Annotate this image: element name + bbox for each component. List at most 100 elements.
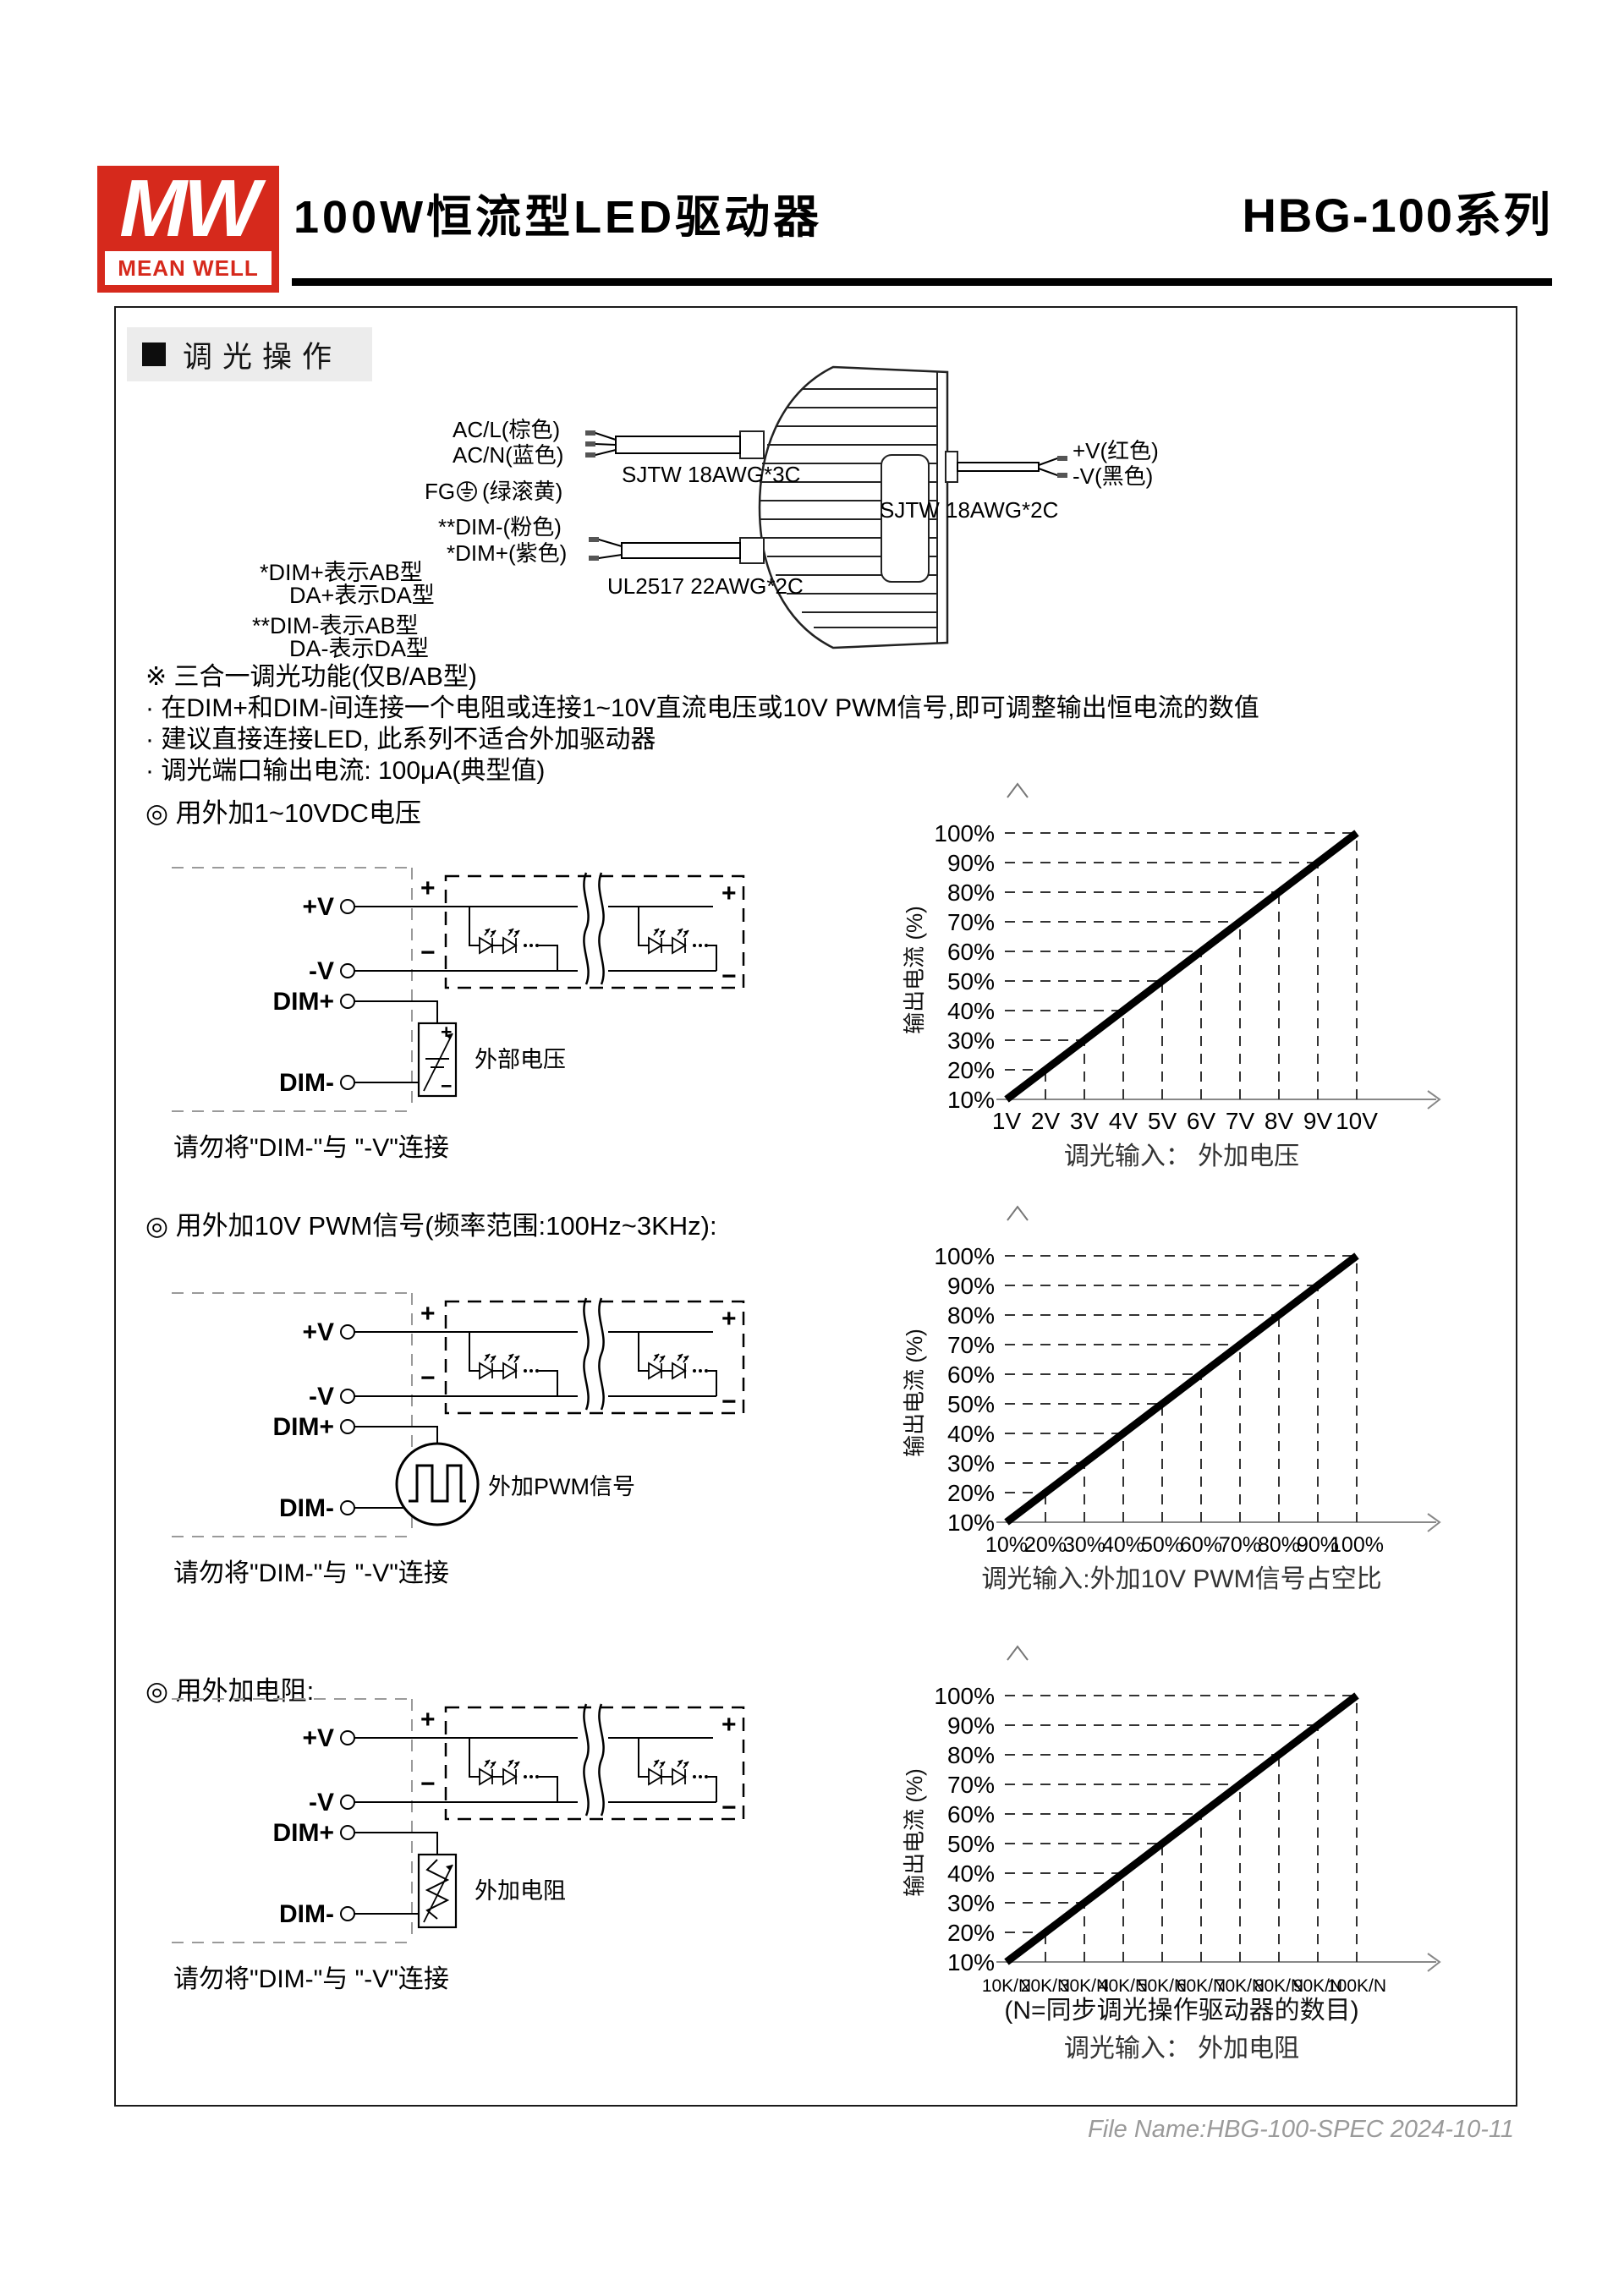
x-tick-label: 4V: [1109, 1108, 1138, 1134]
section-bullet-square: [142, 342, 166, 366]
x-tick-label: 8V: [1265, 1108, 1294, 1134]
x-tick-label: 50%: [1141, 1533, 1183, 1557]
y-axis-arrow: [1007, 782, 1029, 798]
polarity-plus: +: [420, 874, 436, 902]
x-tick-label: 40K/N: [1099, 1976, 1148, 1996]
label-cable-dim: UL2517 22AWG*2C: [607, 573, 804, 599]
polarity-minus-right: −: [721, 962, 737, 990]
terminal-dim-minus: [340, 1075, 355, 1090]
x-axis-caption: 调光输入： 外加电阻: [1064, 2035, 1299, 2063]
x-tick-label: 90K/N: [1293, 1976, 1342, 1996]
y-tick-label: 70%: [947, 1772, 995, 1798]
logo-band: MEAN WELL: [105, 251, 272, 285]
y-tick-label: 10%: [947, 1510, 995, 1536]
label-fg: FG: [425, 479, 455, 504]
y-axis-title: 输出电流 (%): [902, 1329, 927, 1457]
file-name-footer: File Name:HBG-100-SPEC 2024-10-11: [1088, 2116, 1514, 2143]
y-tick-label: 30%: [947, 1450, 995, 1477]
y-tick-label: 90%: [947, 1273, 995, 1299]
x-tick-label: 2V: [1031, 1108, 1061, 1134]
x-tick-label: 70%: [1219, 1533, 1261, 1557]
external-resistor-symbol: [417, 1853, 458, 1929]
x-tick-label: 60%: [1180, 1533, 1222, 1557]
cable-gland-dim: [739, 537, 765, 564]
x-axis-arrow: [1427, 1953, 1441, 1972]
y-tick-label: 20%: [947, 1480, 995, 1506]
y-tick-label: 20%: [947, 1920, 995, 1946]
circuit-external-resistor: +V -V DIM+ DIM- + − + − 外加电阻: [165, 1687, 757, 1968]
polarity-minus: −: [420, 1770, 436, 1798]
external-voltage-source-symbol: + −: [417, 1021, 458, 1098]
terminal-label-dim-plus: DIM+: [272, 988, 334, 1016]
section-title: 调光操作: [183, 340, 343, 374]
terminal-v-plus: [340, 899, 355, 914]
output-cable: [957, 456, 1067, 478]
x-tick-label: 7V: [1226, 1108, 1255, 1134]
feature-bullet: · 调光端口输出电流: 100μA(典型值): [145, 757, 546, 785]
note-da-plus: DA+表示DA型: [289, 583, 435, 608]
terminal-v-plus: [340, 1730, 355, 1745]
terminal-label-v-minus: -V: [309, 1383, 334, 1411]
terminal-dim-plus: [340, 994, 355, 1009]
label-cable-out: SJTW 18AWG*2C: [880, 497, 1058, 523]
method-heading-vdc: ◎ 用外加1~10VDC电压: [145, 798, 421, 828]
x-tick-label: 20K/N: [1021, 1976, 1070, 1996]
terminal-dim-minus: [340, 1500, 355, 1515]
x-tick-label: 20%: [1024, 1533, 1067, 1557]
source-label: 外加PWM信号: [488, 1474, 635, 1499]
y-tick-label: 10%: [947, 1087, 995, 1113]
terminal-v-plus: [340, 1324, 355, 1340]
section-header-dimming-operation: 调光操作: [127, 327, 373, 381]
label-dim-minus: **DIM-(粉色): [438, 514, 562, 540]
method-heading-resistor: ◎ 用外加电阻:: [145, 1676, 315, 1706]
x-tick-label: 100K/N: [1327, 1976, 1386, 1996]
terminal-label-dim-minus: DIM-: [279, 1069, 334, 1097]
x-tick-label: 40%: [1102, 1533, 1144, 1557]
y-axis-title: 输出电流 (%): [902, 1768, 927, 1897]
terminal-label-dim-plus: DIM+: [272, 1819, 334, 1847]
chart-output-current-vs-voltage: 输出电流 (%)10%20%30%40%50%60%70%80%90%100%1…: [888, 748, 1463, 1175]
note-da-minus: DA-表示DA型: [289, 636, 429, 661]
ac-input-cable: [585, 430, 741, 458]
y-tick-label: 10%: [947, 1949, 995, 1975]
x-axis-arrow: [1427, 1090, 1441, 1110]
dimming-curve: [1004, 1692, 1359, 1965]
y-tick-label: 40%: [947, 1421, 995, 1447]
terminal-label-dim-minus: DIM-: [279, 1494, 334, 1522]
y-tick-label: 30%: [947, 1890, 995, 1916]
polarity-plus-right: +: [721, 1711, 737, 1739]
x-tick-label: 5V: [1148, 1108, 1177, 1134]
label-ac-l: AC/L(棕色): [453, 417, 560, 442]
line-chart: 输出电流 (%)10%20%30%40%50%60%70%80%90%100%1…: [902, 1645, 1441, 2063]
terminal-label-v-plus: +V: [302, 893, 334, 921]
mean-well-logo: MW MEAN WELL: [97, 163, 279, 293]
warning-note-2: 请勿将"DIM-"与 "-V"连接: [173, 1559, 449, 1587]
x-tick-label: 50K/N: [1138, 1976, 1187, 1996]
dimming-curve: [1004, 830, 1359, 1103]
x-tick-label: 6V: [1187, 1108, 1216, 1134]
dim-cable: [589, 537, 741, 561]
source-label: 外部电压: [475, 1047, 566, 1072]
page-title: 100W恒流型LED驱动器: [294, 192, 823, 243]
warning-note-1: 请勿将"DIM-"与 "-V"连接: [173, 1134, 449, 1162]
y-tick-label: 100%: [934, 1243, 995, 1269]
y-tick-label: 40%: [947, 998, 995, 1024]
y-tick-label: 100%: [934, 820, 995, 847]
circuit-pwm-signal: +V -V DIM+ DIM- + − + − 外加PWM信号: [165, 1281, 757, 1562]
label-ac-n: AC/N(蓝色): [453, 442, 563, 468]
cable-gland-ac: [739, 430, 765, 459]
y-axis-arrow: [1007, 1645, 1029, 1661]
y-tick-label: 50%: [947, 1391, 995, 1417]
terminal-v-minus: [340, 1795, 355, 1810]
ground-icon: [457, 481, 477, 501]
polarity-plus-right: +: [721, 879, 737, 907]
polarity-plus-right: +: [721, 1305, 737, 1333]
terminal-label-v-plus: +V: [302, 1724, 334, 1752]
terminal-label-v-plus: +V: [302, 1318, 334, 1346]
y-tick-label: 100%: [934, 1683, 995, 1709]
chart-output-current-vs-resistance: 输出电流 (%)10%20%30%40%50%60%70%80%90%100%1…: [888, 1611, 1463, 2076]
note-dim-minus-ab: **DIM-表示AB型: [252, 613, 419, 638]
polarity-minus-right: −: [721, 1388, 737, 1416]
x-tick-label: 3V: [1070, 1108, 1100, 1134]
